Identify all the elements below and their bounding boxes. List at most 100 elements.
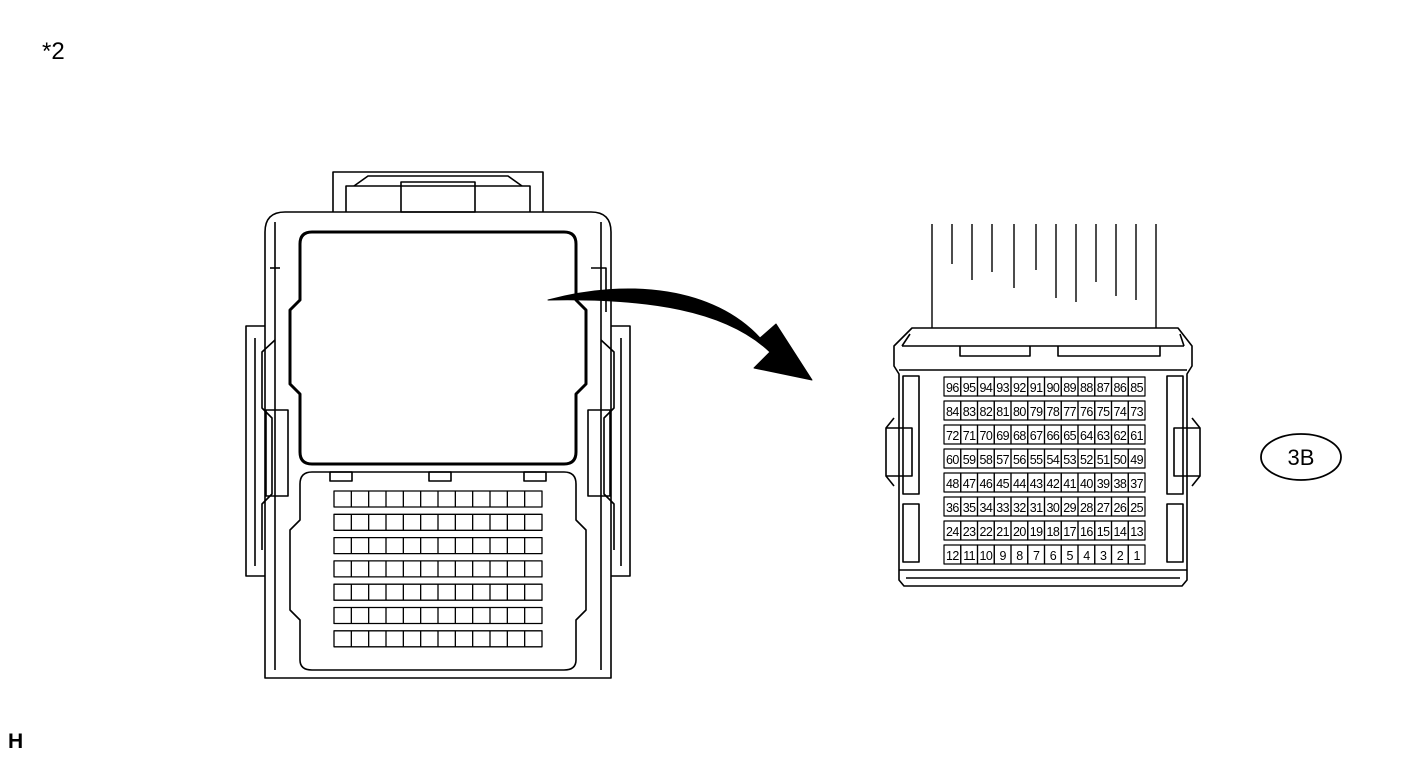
terminal-number: 89 (1063, 381, 1076, 395)
terminal-cell (1127, 400, 1146, 421)
terminal-number: 72 (946, 429, 959, 443)
terminal-number: 81 (996, 405, 1009, 419)
terminal-number: 37 (1130, 477, 1143, 491)
terminal-number: 75 (1097, 405, 1110, 419)
terminal-number: 86 (1114, 381, 1127, 395)
terminal-number: 71 (963, 429, 976, 443)
terminal-cavity-grid (333, 490, 543, 648)
terminal-number: 46 (980, 477, 993, 491)
terminal-number: 76 (1080, 405, 1093, 419)
connector-code-badge (1260, 433, 1342, 481)
terminal-number: 58 (980, 453, 993, 467)
terminal-cell (1127, 448, 1146, 469)
terminal-number: 1 (1133, 549, 1140, 563)
diagram-note-label: *2 (42, 38, 65, 65)
terminal-number: 83 (963, 405, 976, 419)
cavity-row (333, 630, 543, 648)
terminal-number: 96 (946, 381, 959, 395)
terminal-number: 6 (1050, 549, 1057, 563)
terminal-number: 79 (1030, 405, 1043, 419)
corner-code-label: H (8, 730, 24, 753)
terminal-number: 8 (1016, 549, 1023, 563)
terminal-number: 62 (1114, 429, 1127, 443)
terminal-cell (1127, 496, 1146, 517)
terminal-number: 69 (996, 429, 1009, 443)
terminal-number: 63 (1097, 429, 1110, 443)
terminal-number: 55 (1030, 453, 1043, 467)
terminal-number: 73 (1130, 405, 1143, 419)
terminal-number: 47 (963, 477, 976, 491)
harness-wires (931, 224, 1157, 328)
terminal-number: 35 (963, 501, 976, 515)
terminal-number: 80 (1013, 405, 1026, 419)
terminal-number: 82 (980, 405, 993, 419)
terminal-number: 26 (1114, 501, 1127, 515)
terminal-number: 78 (1047, 405, 1060, 419)
terminal-number: 49 (1130, 453, 1143, 467)
terminal-number: 9 (999, 549, 1006, 563)
terminal-number: 20 (1013, 525, 1026, 539)
terminal-number: 43 (1030, 477, 1043, 491)
terminal-number: 87 (1097, 381, 1110, 395)
cavity-row (333, 560, 543, 578)
terminal-number: 68 (1013, 429, 1026, 443)
terminal-number: 67 (1030, 429, 1043, 443)
terminal-number: 61 (1130, 429, 1143, 443)
terminal-number: 44 (1013, 477, 1026, 491)
terminal-number: 16 (1080, 525, 1093, 539)
terminal-number: 15 (1097, 525, 1110, 539)
terminal-number: 95 (963, 381, 976, 395)
terminal-number: 40 (1080, 477, 1093, 491)
cavity-row (333, 536, 543, 555)
terminal-number: 5 (1066, 549, 1073, 563)
terminal-number: 92 (1013, 381, 1026, 395)
terminal-number: 29 (1063, 501, 1076, 515)
terminal-cell (1127, 520, 1146, 541)
terminal-number: 93 (996, 381, 1009, 395)
terminal-number: 94 (980, 381, 993, 395)
terminal-number: 56 (1013, 453, 1026, 467)
cavity-row (333, 606, 543, 625)
view-direction-arrow (547, 288, 813, 381)
terminal-number: 51 (1097, 453, 1110, 467)
terminal-number: 65 (1063, 429, 1076, 443)
terminal-number: 23 (963, 525, 976, 539)
terminal-number: 28 (1080, 501, 1093, 515)
terminal-number: 7 (1033, 549, 1040, 563)
terminal-number: 24 (946, 525, 959, 539)
terminal-number: 18 (1047, 525, 1060, 539)
terminal-number: 34 (980, 501, 993, 515)
terminal-number: 52 (1080, 453, 1093, 467)
terminal-number: 91 (1030, 381, 1043, 395)
terminal-number: 45 (996, 477, 1009, 491)
terminal-number: 57 (996, 453, 1009, 467)
terminal-number: 53 (1063, 453, 1076, 467)
terminal-number: 42 (1047, 477, 1060, 491)
terminal-cell (1127, 376, 1146, 397)
terminal-number: 77 (1063, 405, 1076, 419)
cavity-row (333, 513, 543, 531)
terminal-number: 31 (1030, 501, 1043, 515)
terminal-number: 32 (1013, 501, 1026, 515)
terminal-number: 10 (980, 549, 993, 563)
harness-connector-outline (245, 171, 631, 679)
terminal-cell (1127, 472, 1146, 493)
terminal-number: 22 (980, 525, 993, 539)
terminal-number: 54 (1047, 453, 1060, 467)
terminal-number: 25 (1130, 501, 1143, 515)
terminal-number: 12 (946, 549, 959, 563)
terminal-number: 38 (1114, 477, 1127, 491)
terminal-number: 2 (1117, 549, 1124, 563)
terminal-number: 74 (1114, 405, 1127, 419)
terminal-number: 48 (946, 477, 959, 491)
terminal-number: 59 (963, 453, 976, 467)
terminal-number: 36 (946, 501, 959, 515)
terminal-cell (1127, 544, 1146, 565)
connector-code-text: 3B (1288, 445, 1315, 470)
